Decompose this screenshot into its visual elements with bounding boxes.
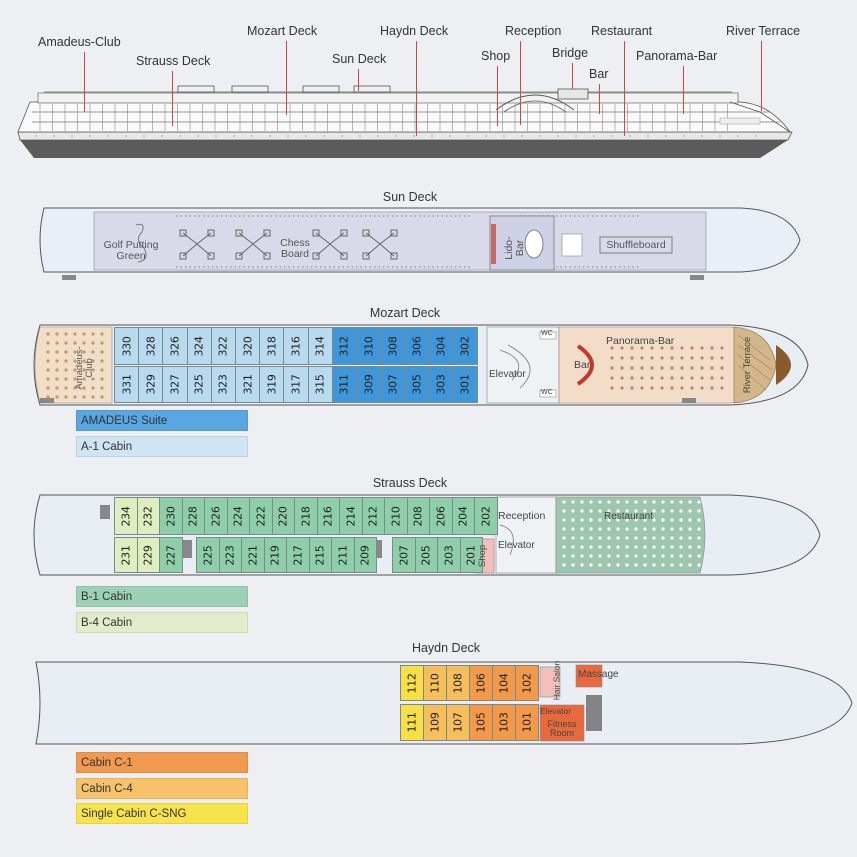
- leader-line: [624, 41, 626, 136]
- wc-label: WC: [541, 389, 553, 396]
- fitness-room-label: Fitness Room: [547, 719, 577, 739]
- leader-line: [358, 69, 360, 91]
- cabin-311[interactable]: 311: [331, 366, 357, 403]
- cabin-104[interactable]: 104: [492, 665, 516, 701]
- callout-restaurant: Restaurant: [591, 24, 653, 38]
- legend-amadeus-suite: AMADEUS Suite: [76, 410, 248, 431]
- cabin-323[interactable]: 323: [210, 366, 236, 403]
- callout-reception: Reception: [505, 24, 562, 38]
- leader-line: [497, 66, 499, 126]
- chess-board-label: Chess Board: [280, 237, 310, 261]
- callout-panorama-bar: Panorama-Bar: [636, 49, 718, 63]
- cabin-202[interactable]: 202: [474, 497, 498, 535]
- sun-deck-title: Sun Deck: [382, 190, 438, 204]
- legend-cabin-c4: Cabin C-4: [76, 778, 248, 799]
- cabin-314[interactable]: 314: [307, 327, 333, 365]
- cabin-310[interactable]: 310: [356, 327, 382, 365]
- cabin-324[interactable]: 324: [186, 327, 212, 365]
- leader-line: [416, 41, 418, 136]
- callout-amadeus-club: Amadeus-Club: [38, 35, 121, 49]
- haydn-elevator-label: Elevator: [540, 706, 572, 716]
- cabin-110[interactable]: 110: [423, 665, 447, 701]
- sun-deck-hull: [39, 207, 801, 280]
- leader-line: [286, 41, 288, 115]
- callout-mozart-deck: Mozart Deck: [247, 24, 318, 38]
- cabin-103[interactable]: 103: [492, 704, 516, 741]
- panorama-bar-label: Panorama-Bar: [606, 335, 675, 347]
- leader-line: [599, 84, 601, 114]
- cabin-307[interactable]: 307: [380, 366, 406, 403]
- cabin-316[interactable]: 316: [283, 327, 309, 365]
- reception-label: Reception: [498, 510, 546, 522]
- cabin-112[interactable]: 112: [400, 665, 424, 701]
- cabin-302[interactable]: 302: [452, 327, 478, 365]
- haydn-deck-title: Haydn Deck: [411, 641, 481, 655]
- leader-line: [84, 52, 86, 112]
- leader-line: [683, 66, 685, 114]
- cabin-304[interactable]: 304: [428, 327, 454, 365]
- callout-haydn-deck: Haydn Deck: [380, 24, 449, 38]
- strauss-deck-title: Strauss Deck: [372, 476, 448, 490]
- cabin-329[interactable]: 329: [138, 366, 164, 403]
- hair-salon-label: Hair Salon: [551, 660, 562, 701]
- cabin-105[interactable]: 105: [469, 704, 493, 741]
- bar-label: Bar: [574, 359, 591, 371]
- cabin-227[interactable]: 227: [159, 537, 183, 573]
- legend-b1-cabin: B-1 Cabin: [76, 586, 248, 607]
- callout-river-terrace: River Terrace: [726, 24, 801, 38]
- haydn-deck-hull: [35, 661, 853, 745]
- cabin-315[interactable]: 315: [307, 366, 333, 403]
- ship-profile-drawing: [17, 85, 793, 158]
- cabin-306[interactable]: 306: [404, 327, 430, 365]
- leader-line: [572, 63, 574, 89]
- shuffleboard-label: Shuffleboard: [606, 239, 666, 251]
- mozart-elevator-label: Elevator: [489, 369, 526, 380]
- cabin-102[interactable]: 102: [515, 665, 539, 701]
- golf-putting-green-label: Golf Putting Green: [103, 239, 159, 263]
- leader-line: [761, 41, 763, 111]
- cabin-106[interactable]: 106: [469, 665, 493, 701]
- callout-strauss-deck: Strauss Deck: [136, 54, 211, 68]
- legend-a1-cabin: A-1 Cabin: [76, 436, 248, 457]
- callout-shop: Shop: [481, 49, 511, 63]
- leader-line: [520, 41, 522, 125]
- callout-bridge: Bridge: [552, 46, 589, 60]
- callout-bar: Bar: [589, 67, 609, 81]
- legend-cabin-c1: Cabin C-1: [76, 752, 248, 773]
- strauss-elevator-label: Elevator: [498, 540, 535, 551]
- callout-sun-deck: Sun Deck: [332, 52, 387, 66]
- legend-b4-cabin: B-4 Cabin: [76, 612, 248, 633]
- cabin-201[interactable]: 201: [459, 537, 483, 573]
- massage-label: Massage: [578, 669, 619, 680]
- restaurant-label: Restaurant: [604, 511, 653, 522]
- cabin-108[interactable]: 108: [446, 665, 470, 701]
- cabin-308[interactable]: 308: [380, 327, 406, 365]
- cabin-328[interactable]: 328: [138, 327, 164, 365]
- cabin-330[interactable]: 330: [114, 327, 140, 365]
- cabin-111[interactable]: 111: [400, 704, 424, 741]
- wc-label: WC: [541, 330, 553, 337]
- cabin-101[interactable]: 101: [515, 704, 539, 741]
- cabin-109[interactable]: 109: [423, 704, 447, 741]
- cabin-107[interactable]: 107: [446, 704, 470, 741]
- mozart-deck-title: Mozart Deck: [369, 306, 441, 320]
- leader-line: [172, 71, 174, 126]
- cabin-301[interactable]: 301: [452, 366, 478, 403]
- legend-single-cabin-c-sng: Single Cabin C-SNG: [76, 803, 248, 824]
- cabin-305[interactable]: 305: [404, 366, 430, 403]
- cabin-318[interactable]: 318: [259, 327, 285, 365]
- cabin-209[interactable]: 209: [353, 537, 377, 573]
